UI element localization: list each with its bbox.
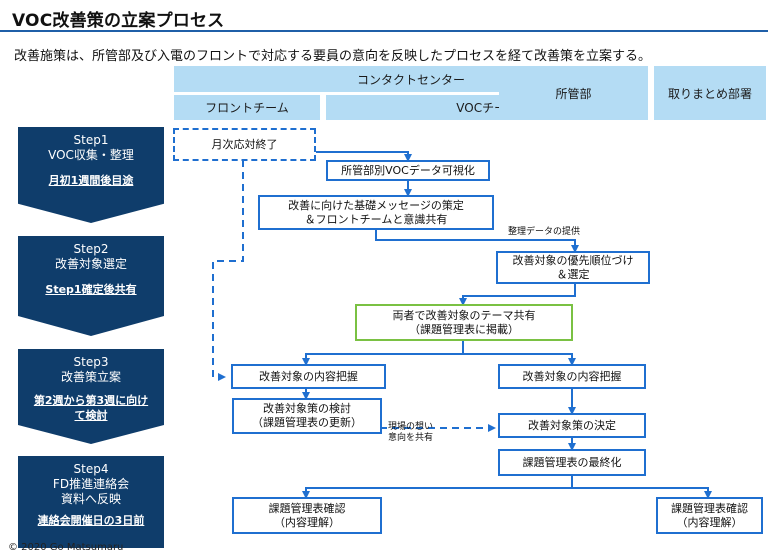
page-subtitle: 改善施策は、所管部及び入電のフロントで対応する要員の意向を反映したプロセスを経て… — [14, 49, 652, 64]
step-4-timing: 連絡会開催日の3日前 — [37, 514, 145, 527]
box-grasp-right: 改善対象の内容把握 — [498, 364, 646, 389]
step-2-timing: Step1確定後共有 — [45, 283, 137, 296]
step-3-name: 改善策立案 — [60, 370, 121, 384]
box-confirm-left: 課題管理表確認 （内容理解） — [232, 497, 382, 534]
step-3: Step3 改善策立案 第2週から第3週に向けて検討 — [18, 349, 164, 444]
title-divider — [0, 30, 768, 32]
label-data-provision: 整理データの提供 — [508, 227, 581, 237]
box-decide: 改善対象策の決定 — [498, 413, 646, 438]
step-1-title: Step1 — [73, 133, 109, 147]
box-visualize: 所管部別VOCデータ可視化 — [326, 160, 490, 181]
step-4-name: FD推進連絡会 資料へ反映 — [52, 477, 130, 506]
box-basic-message: 改善に向けた基礎メッセージの策定 ＆フロントチームと意識共有 — [258, 195, 494, 230]
box-monthly-end: 月次応対終了 — [173, 128, 316, 161]
step-4: Step4 FD推進連絡会 資料へ反映 連絡会開催日の3日前 — [18, 456, 164, 548]
step-3-title: Step3 — [73, 355, 109, 369]
step-2: Step2 改善対象選定 Step1確定後共有 — [18, 236, 164, 336]
label-field-share: 現場の想い 意向を共有 — [388, 422, 434, 443]
box-finalize: 課題管理表の最終化 — [498, 449, 646, 476]
header-coordinator: 取りまとめ部署 — [654, 66, 766, 120]
box-consider: 改善対象策の検討 （課題管理表の更新） — [232, 398, 382, 434]
box-grasp-left: 改善対象の内容把握 — [231, 364, 386, 389]
header-department: 所管部 — [499, 66, 648, 120]
page-title: VOC改善策の立案プロセス — [12, 11, 225, 31]
step-2-name: 改善対象選定 — [54, 257, 127, 271]
step-1-timing: 月初1週間後目途 — [48, 174, 134, 187]
copyright: © 2020 Go Matsumaru — [8, 542, 124, 553]
step-1-name: VOC収集・整理 — [48, 148, 134, 162]
box-confirm-right: 課題管理表確認 （内容理解） — [656, 497, 763, 534]
box-theme-share: 両者で改善対象のテーマ共有 （課題管理表に掲載） — [355, 304, 573, 341]
box-prioritize: 改善対象の優先順位づけ ＆選定 — [496, 251, 650, 284]
step-1: Step1 VOC収集・整理 月初1週間後目途 — [18, 127, 164, 223]
header-front-team: フロントチーム — [174, 95, 320, 120]
step-3-timing: 第2週から第3週に向けて検討 — [33, 394, 149, 422]
step-2-title: Step2 — [73, 242, 109, 256]
step-4-title: Step4 — [73, 462, 109, 476]
